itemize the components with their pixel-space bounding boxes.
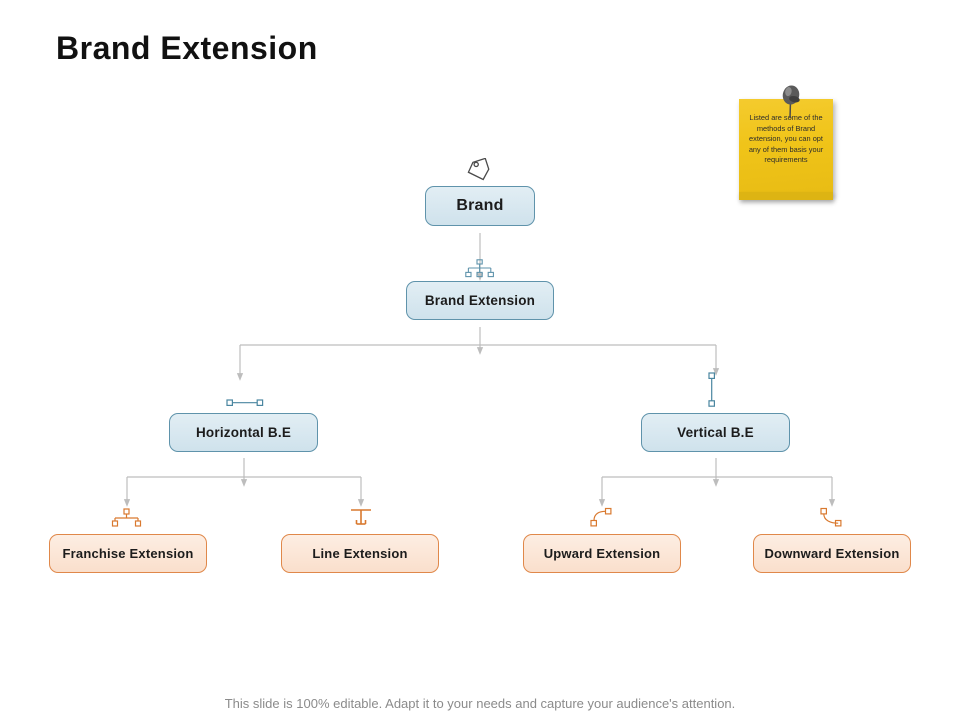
node-label: Brand — [456, 197, 504, 214]
tag-icon — [464, 157, 494, 189]
curve-up-icon — [589, 507, 615, 534]
horizontal-connector-icon — [226, 396, 264, 414]
curve-down-icon — [819, 507, 845, 534]
sticky-note-text: Listed are some of the methods of Brand … — [748, 113, 824, 164]
node-label: Horizontal B.E — [195, 425, 292, 440]
node-label: Vertical B.E — [677, 425, 754, 440]
node-label: Brand Extension — [424, 293, 536, 308]
node-label: Line Extension — [312, 546, 408, 561]
node-brand[interactable]: Brand — [425, 186, 535, 231]
node-downward-extension[interactable]: Downward Extension — [753, 534, 911, 578]
node-vertical-be[interactable]: Vertical B.E — [641, 413, 790, 457]
sticky-note-fold — [739, 192, 833, 200]
node-shadow — [172, 447, 315, 457]
node-horizontal-be[interactable]: Horizontal B.E — [169, 413, 318, 457]
node-shadow — [526, 568, 678, 578]
node-franchise-extension[interactable]: Franchise Extension — [49, 534, 207, 578]
node-shadow — [756, 568, 908, 578]
org-chart-icon — [465, 259, 495, 284]
network-nodes-icon — [111, 508, 143, 533]
sticky-note-paper — [739, 99, 833, 196]
node-brand-extension[interactable]: Brand Extension — [406, 281, 554, 325]
node-upward-extension[interactable]: Upward Extension — [523, 534, 681, 578]
node-shadow — [428, 221, 532, 231]
node-shadow — [52, 568, 204, 578]
node-label: Franchise Extension — [62, 546, 194, 561]
page-title: Brand Extension — [56, 30, 318, 66]
sticky-note[interactable]: Listed are some of the methods of Brand … — [739, 99, 833, 200]
node-shadow — [284, 568, 436, 578]
t-bar-icon — [348, 507, 374, 533]
vertical-connector-icon — [706, 372, 718, 413]
node-shadow — [644, 447, 787, 457]
node-line-extension[interactable]: Line Extension — [281, 534, 439, 578]
node-label: Upward Extension — [543, 546, 661, 561]
node-label: Downward Extension — [764, 546, 900, 561]
node-shadow — [409, 315, 551, 325]
pushpin-icon — [774, 84, 808, 120]
slide-footer-note: This slide is 100% editable. Adapt it to… — [224, 696, 736, 711]
